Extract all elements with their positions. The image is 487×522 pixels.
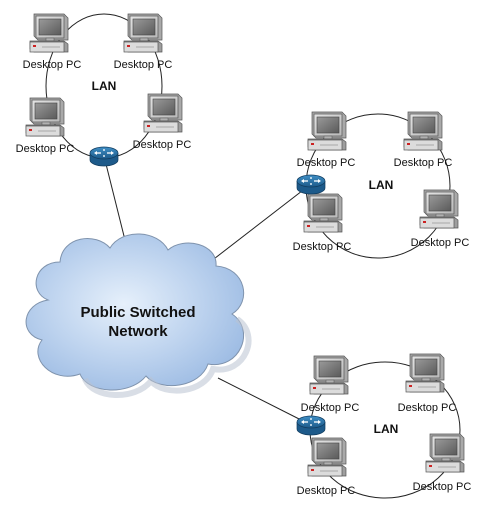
pc-label: Desktop PC [411, 237, 470, 249]
pc-label: Desktop PC [394, 157, 453, 169]
cloud-label-line1: Public Switched [80, 304, 195, 321]
link-bottom-lan [217, 377, 312, 426]
lan-2-label: LAN [369, 178, 394, 192]
pc-label: Desktop PC [16, 143, 75, 155]
lan-3: LAN Desktop PC Desktop PC Desktop PC Des… [296, 353, 472, 497]
router-icon [296, 415, 326, 436]
pc-label: Desktop PC [23, 59, 82, 71]
pc-label: Desktop PC [413, 481, 472, 493]
desktop-pc-icon [419, 189, 459, 229]
desktop-pc-icon [123, 13, 163, 53]
desktop-pc-icon [309, 355, 349, 395]
desktop-pc-icon [425, 433, 465, 473]
desktop-pc-icon [307, 437, 347, 477]
lan-3-label: LAN [374, 422, 399, 436]
router-icon [296, 174, 326, 195]
pc-label: Desktop PC [297, 157, 356, 169]
desktop-pc-icon [25, 97, 65, 137]
pc-label: Desktop PC [133, 139, 192, 151]
pc-label: Desktop PC [297, 485, 356, 497]
link-middle-lan [209, 183, 312, 263]
pc-label: Desktop PC [301, 402, 360, 414]
cloud-label-line2: Network [108, 323, 168, 340]
lan-1: LAN Desktop PC Desktop PC Desktop PC Des… [16, 13, 192, 167]
lan-1-label: LAN [92, 79, 117, 93]
public-switched-network-cloud: Public Switched Network [25, 233, 252, 398]
desktop-pc-icon [29, 13, 69, 53]
desktop-pc-icon [403, 111, 443, 151]
desktop-pc-icon [303, 193, 343, 233]
lan-2: LAN Desktop PC Desktop PC Desktop PC Des… [293, 111, 470, 253]
pc-label: Desktop PC [114, 59, 173, 71]
pc-label: Desktop PC [398, 402, 457, 414]
desktop-pc-icon [143, 93, 183, 133]
desktop-pc-icon [405, 353, 445, 393]
desktop-pc-icon [307, 111, 347, 151]
pc-label: Desktop PC [293, 241, 352, 253]
router-icon [89, 146, 119, 167]
